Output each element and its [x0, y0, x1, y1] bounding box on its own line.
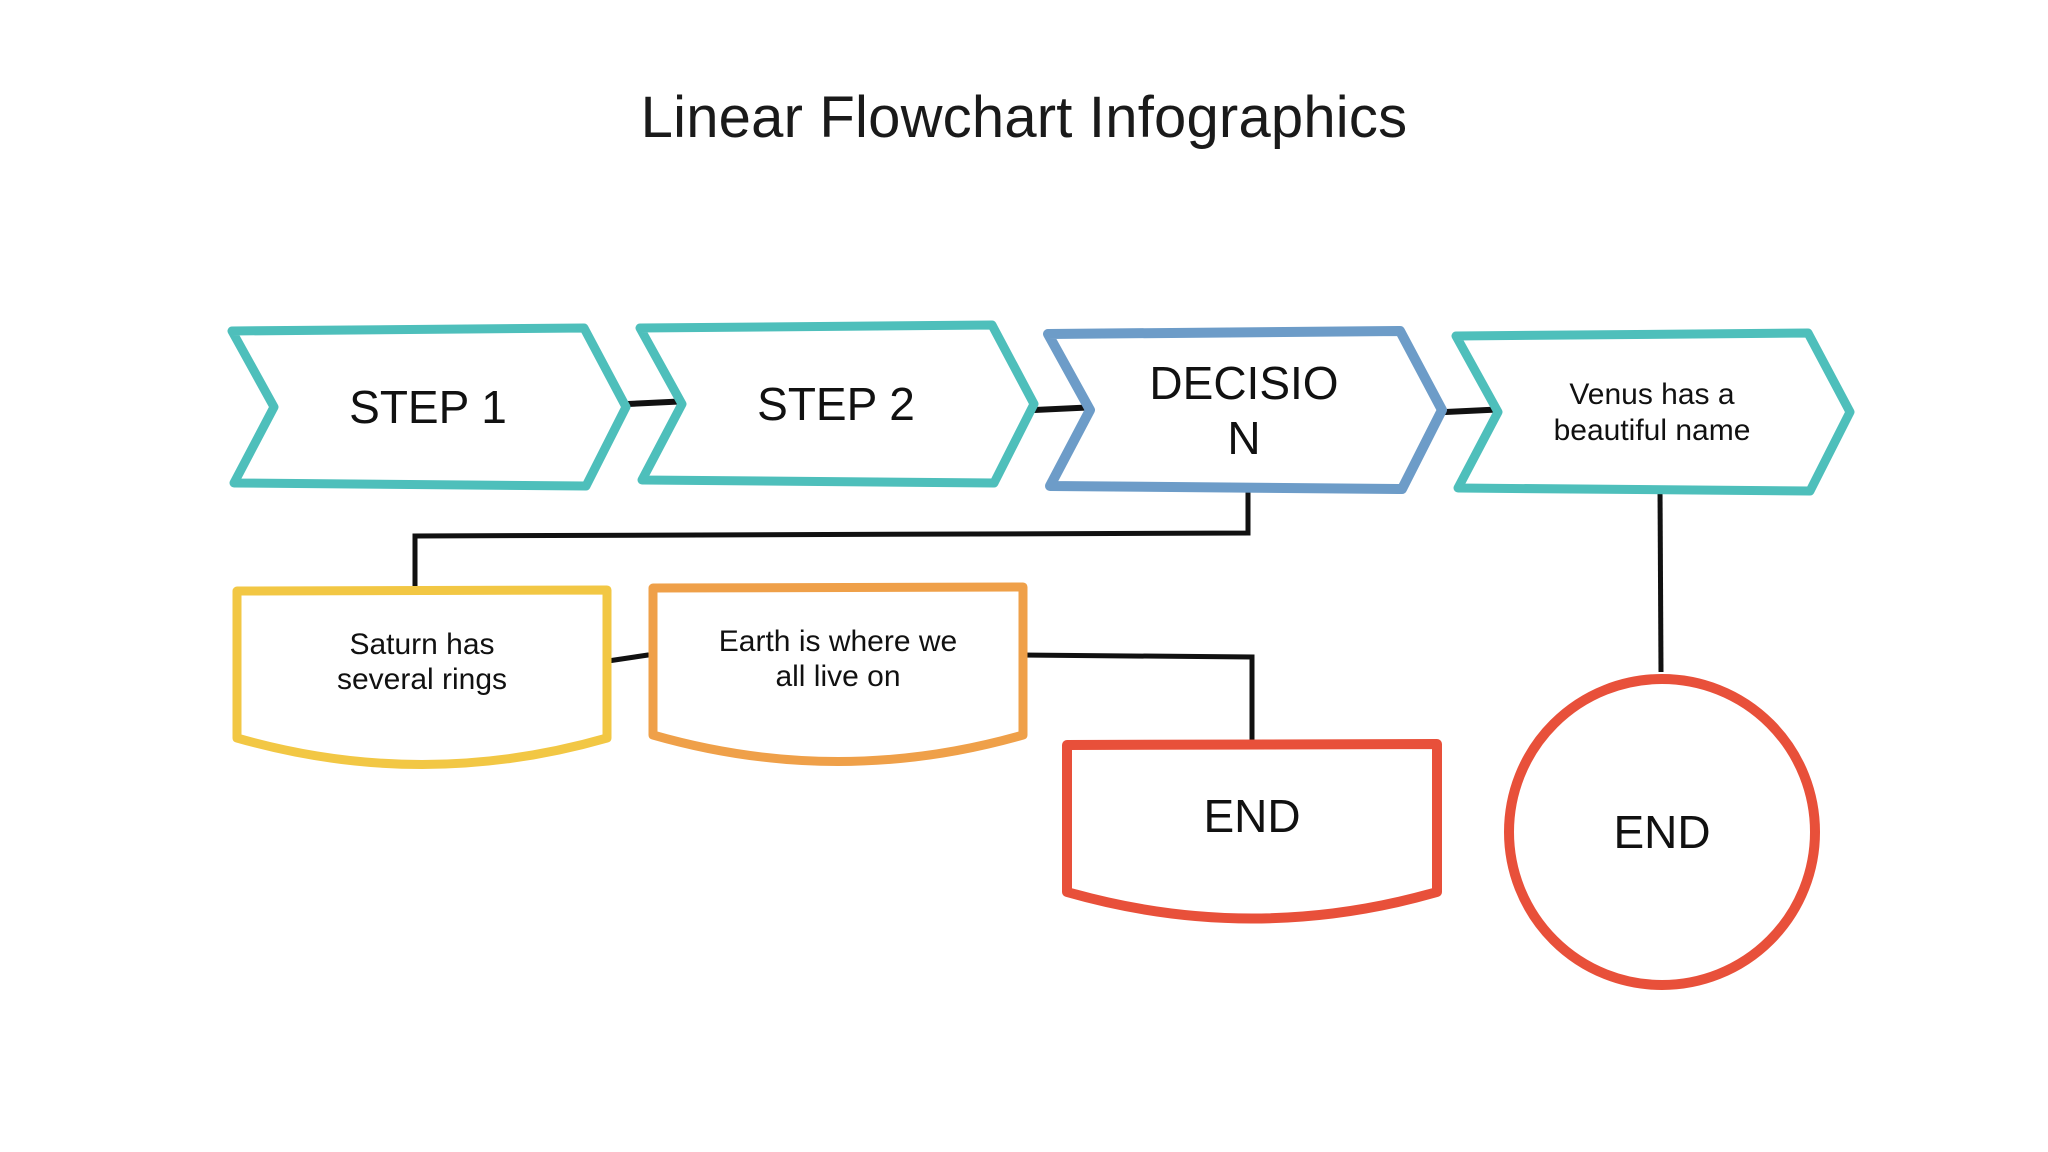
page-title: Linear Flowchart Infographics	[640, 85, 1408, 150]
node-step1[interactable]: STEP 1	[227, 323, 631, 491]
node-step2[interactable]: STEP 2	[635, 320, 1039, 488]
edge-earth-enddoc	[1019, 652, 1255, 742]
document-shape	[232, 585, 612, 769]
node-venus[interactable]: Venus has a beautiful name	[1451, 328, 1855, 496]
chevron-shape	[1451, 328, 1855, 496]
circle-shape	[1504, 674, 1820, 990]
document-shape	[648, 582, 1028, 766]
chevron-shape	[1043, 326, 1447, 494]
node-saturn[interactable]: Saturn has several rings	[232, 585, 612, 786]
chevron-shape	[635, 320, 1039, 488]
document-shape	[1062, 739, 1442, 924]
node-end-circle[interactable]: END	[1502, 672, 1822, 992]
chevron-shape	[227, 323, 631, 491]
edge-saturn-earth	[605, 652, 651, 664]
node-decision[interactable]: DECISIO N	[1043, 326, 1447, 494]
edge-venus-endcircle	[1657, 486, 1664, 673]
edge-decision-saturn	[412, 478, 1251, 586]
node-earth[interactable]: Earth is where we all live on	[648, 582, 1028, 783]
node-end-document[interactable]: END	[1062, 739, 1442, 940]
